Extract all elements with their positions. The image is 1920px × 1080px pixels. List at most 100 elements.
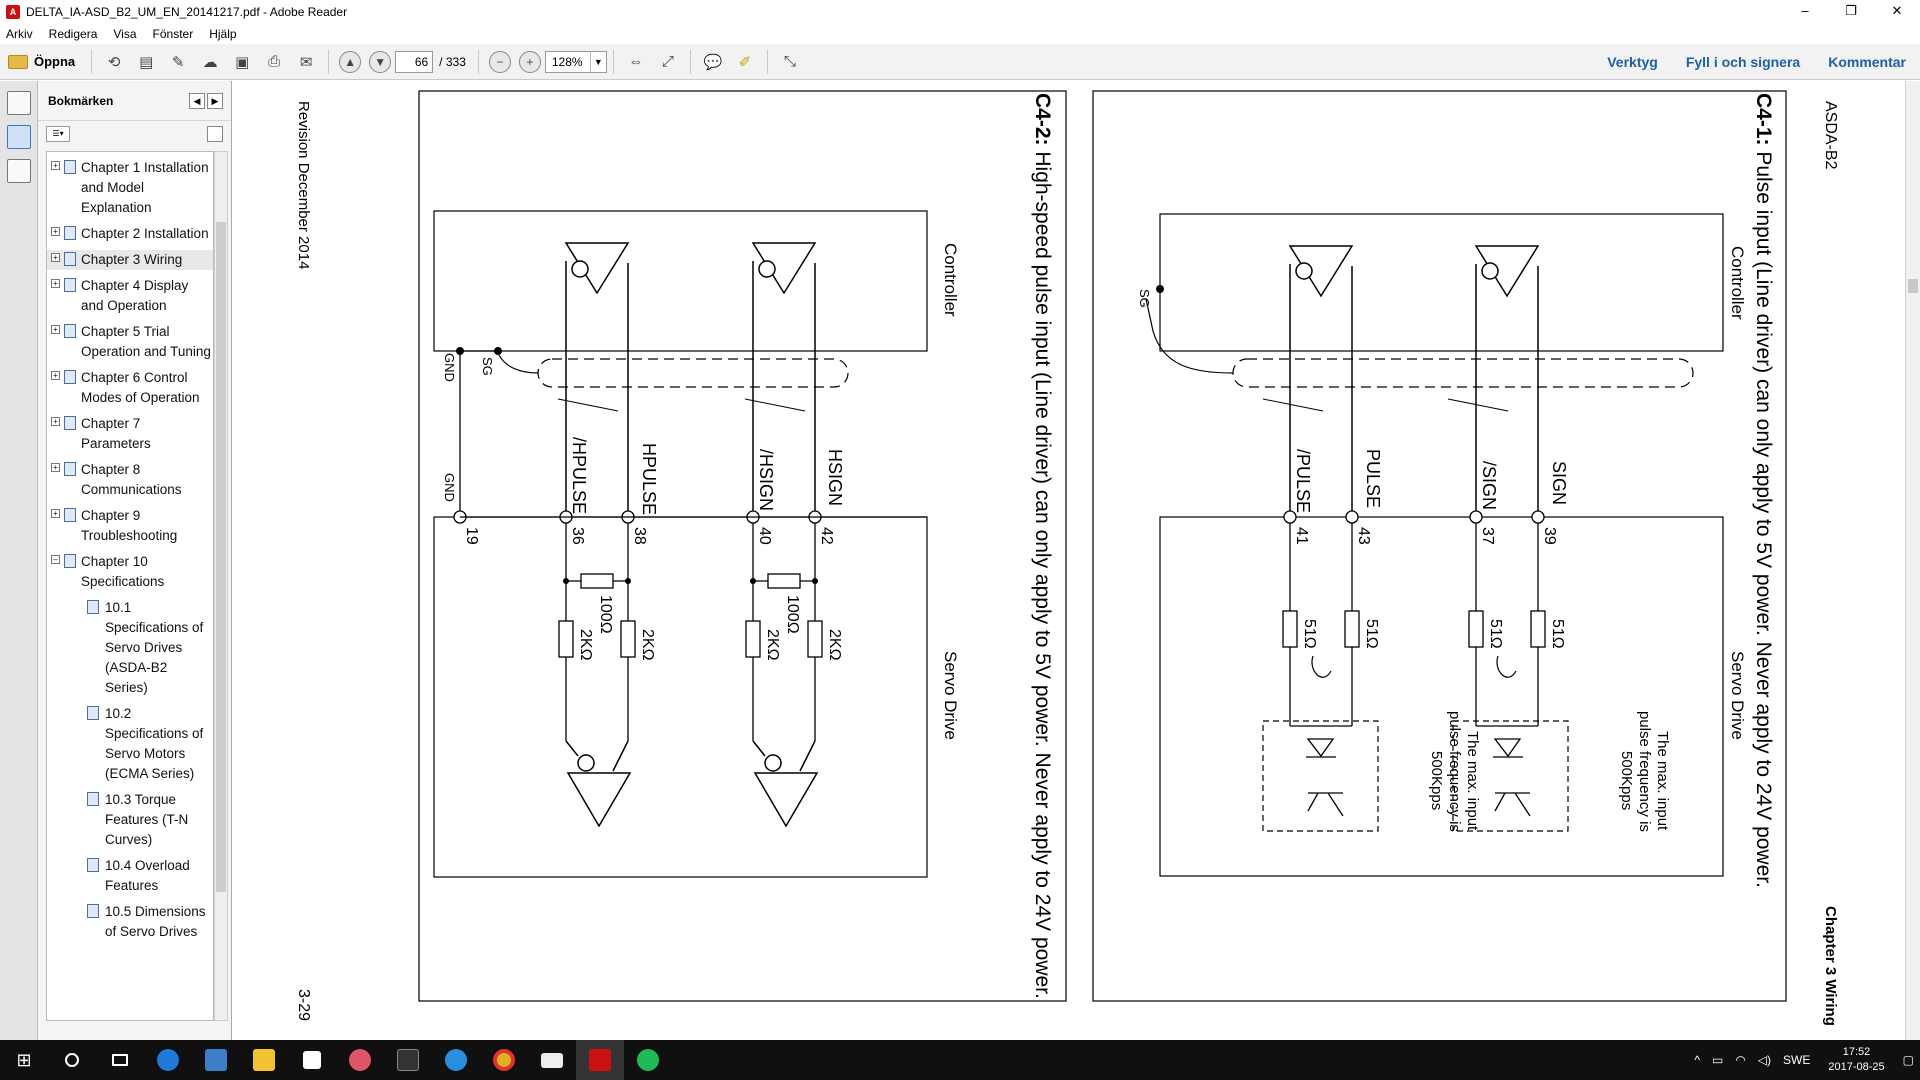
- document-view[interactable]: ASDA-B2 Chapter 3 Wiring Revision Decemb…: [233, 81, 1920, 1041]
- edge-browser-icon[interactable]: [144, 1040, 192, 1080]
- highlight-icon[interactable]: ✐: [738, 53, 752, 71]
- close-button[interactable]: ✕: [1891, 3, 1903, 18]
- zoom-in-icon[interactable]: +: [518, 50, 541, 73]
- bookmark-chapter-10[interactable]: –Chapter 10 Specifications: [47, 552, 213, 592]
- bookmark-chapter-2[interactable]: +Chapter 2 Installation: [47, 224, 213, 244]
- spotify-icon[interactable]: [624, 1040, 672, 1080]
- attachment-icon[interactable]: [6, 159, 31, 183]
- zoom-select[interactable]: 128% ▼: [544, 50, 607, 73]
- c42-res2k-label: 2KΩ: [639, 629, 656, 661]
- terminal-icon[interactable]: [384, 1040, 432, 1080]
- expand-toggle[interactable]: +: [51, 279, 60, 288]
- maximize-button[interactable]: ❐: [1845, 3, 1857, 18]
- task-view-icon[interactable]: [96, 1040, 144, 1080]
- document-scrollbar[interactable]: [1905, 81, 1920, 1041]
- find-bookmark-icon[interactable]: [207, 126, 223, 142]
- collapse-toggle[interactable]: –: [51, 555, 60, 564]
- bookmark-label: Chapter 7 Parameters: [81, 416, 151, 451]
- scrollbar-thumb[interactable]: [216, 222, 226, 892]
- edit-pdf-icon[interactable]: ▤: [139, 53, 154, 71]
- store-icon[interactable]: [288, 1040, 336, 1080]
- app-window-icon[interactable]: [192, 1040, 240, 1080]
- expand-toggle[interactable]: +: [51, 227, 60, 236]
- next-page-icon[interactable]: ▼: [369, 50, 392, 73]
- expand-toggle[interactable]: +: [51, 509, 60, 518]
- menu-arkiv[interactable]: Arkiv: [6, 27, 33, 41]
- c41-id: C4-1:: [1752, 93, 1775, 146]
- menu-hjalp[interactable]: Hjälp: [209, 27, 237, 41]
- email-icon[interactable]: ✉: [299, 53, 313, 71]
- minimize-button[interactable]: –: [1801, 3, 1809, 18]
- upload-cloud-icon[interactable]: ☁: [202, 53, 218, 71]
- fill-sign-link[interactable]: Fyll i och signera: [1685, 54, 1801, 70]
- chevron-up-icon[interactable]: ^: [1694, 1053, 1700, 1067]
- expand-toggle[interactable]: +: [51, 253, 60, 262]
- chrome-icon[interactable]: [480, 1040, 528, 1080]
- zoom-out-icon[interactable]: −: [488, 50, 511, 73]
- comment-icon[interactable]: 💬: [703, 53, 723, 71]
- expand-toggle[interactable]: +: [51, 325, 60, 334]
- windows-start-icon[interactable]: ⊞: [16, 1049, 32, 1070]
- page-number-input[interactable]: 66: [395, 50, 434, 73]
- print-icon[interactable]: ⎙: [268, 53, 281, 70]
- expand-toggle[interactable]: +: [51, 463, 60, 472]
- bookmark-chapter-5[interactable]: +Chapter 5 Trial Operation and Tuning: [47, 322, 213, 362]
- collapse-panel-icon[interactable]: ◀: [189, 93, 205, 109]
- bookmark-chapter-6[interactable]: +Chapter 6 Control Modes of Operation: [47, 368, 213, 408]
- notifications-icon[interactable]: ▢: [1902, 1053, 1914, 1067]
- wifi-icon[interactable]: ◠: [1735, 1053, 1746, 1067]
- bookmark-chapter-1[interactable]: + Chapter 1 Installation and Model Explan…: [47, 158, 213, 218]
- save-icon[interactable]: ▣: [235, 53, 250, 71]
- fit-width-icon[interactable]: ⇔: [628, 53, 644, 70]
- menu-fonster[interactable]: Fönster: [152, 27, 194, 41]
- internet-explorer-icon[interactable]: [432, 1040, 480, 1080]
- sign-icon[interactable]: ✎: [171, 53, 185, 71]
- comment-link[interactable]: Kommentar: [1828, 54, 1906, 70]
- adobe-reader-taskbar-icon[interactable]: [576, 1040, 624, 1080]
- options-icon[interactable]: ☰▾: [46, 126, 70, 142]
- c42-driver-2: [751, 242, 817, 517]
- open-label: Öppna: [34, 54, 76, 69]
- scrollbar-thumb[interactable]: [1908, 279, 1918, 293]
- battery-icon[interactable]: ▭: [1711, 1053, 1724, 1067]
- bookmark-10-1[interactable]: 10.1 Specifications of Servo Drives (ASD…: [47, 598, 213, 698]
- previous-page-icon[interactable]: ▲: [339, 50, 362, 73]
- expand-toggle[interactable]: +: [51, 161, 60, 170]
- paint-icon[interactable]: [336, 1040, 384, 1080]
- c41-resistor: [1530, 610, 1546, 648]
- file-explorer-icon[interactable]: [240, 1040, 288, 1080]
- create-pdf-icon[interactable]: ⟲: [107, 53, 121, 71]
- bookmark-icon[interactable]: [6, 125, 31, 149]
- tools-link[interactable]: Verktyg: [1607, 54, 1658, 70]
- bookmark-10-5[interactable]: 10.5 Dimensions of Servo Drives: [47, 902, 213, 942]
- mail-icon[interactable]: [528, 1040, 576, 1080]
- expand-toggle[interactable]: +: [51, 371, 60, 380]
- open-button[interactable]: Öppna: [8, 54, 75, 69]
- search-icon[interactable]: [48, 1040, 96, 1080]
- bookmark-chapter-7[interactable]: + Chapter 7 Parameters: [47, 414, 213, 454]
- page-thumbnails-icon[interactable]: [6, 91, 31, 115]
- toolbar-links: Verktyg Fyll i och signera Kommentar: [1579, 44, 1906, 80]
- expand-panel-icon[interactable]: ▶: [207, 93, 223, 109]
- bookmark-chapter-3[interactable]: +Chapter 3 Wiring: [47, 250, 213, 270]
- menu-redigera[interactable]: Redigera: [48, 27, 98, 41]
- bookmark-10-4[interactable]: 10.4 Overload Features: [47, 856, 213, 896]
- c42-shield-tick: [557, 398, 619, 412]
- fullscreen-icon[interactable]: ⤡: [783, 53, 796, 70]
- c42-sg-node: [494, 347, 502, 355]
- expand-toggle[interactable]: +: [51, 417, 60, 426]
- menu-visa[interactable]: Visa: [113, 27, 137, 41]
- bookmark-10-2[interactable]: 10.2 Specifications of Servo Motors (ECM…: [47, 704, 213, 784]
- bookmark-chapter-9[interactable]: +Chapter 9 Troubleshooting: [47, 506, 213, 546]
- fit-page-icon[interactable]: ⤢: [661, 53, 674, 70]
- bookmark-chapter-4[interactable]: +Chapter 4 Display and Operation: [47, 276, 213, 316]
- c42-pin-42: 42: [818, 527, 835, 545]
- language-indicator[interactable]: SWE: [1783, 1053, 1811, 1067]
- bookmark-10-3[interactable]: 10.3 Torque Features (T-N Curves): [47, 790, 213, 850]
- clock[interactable]: 17:52 2017-08-25: [1828, 1045, 1884, 1075]
- bookmark-chapter-8[interactable]: +Chapter 8 Communications: [47, 460, 213, 500]
- c41-note: pulse frequency is: [1446, 711, 1463, 832]
- volume-icon[interactable]: ◁): [1757, 1053, 1772, 1067]
- bookmarks-scrollbar[interactable]: [214, 151, 228, 1021]
- bookmark-label: Chapter 1 Installation and Model Explana…: [81, 160, 209, 215]
